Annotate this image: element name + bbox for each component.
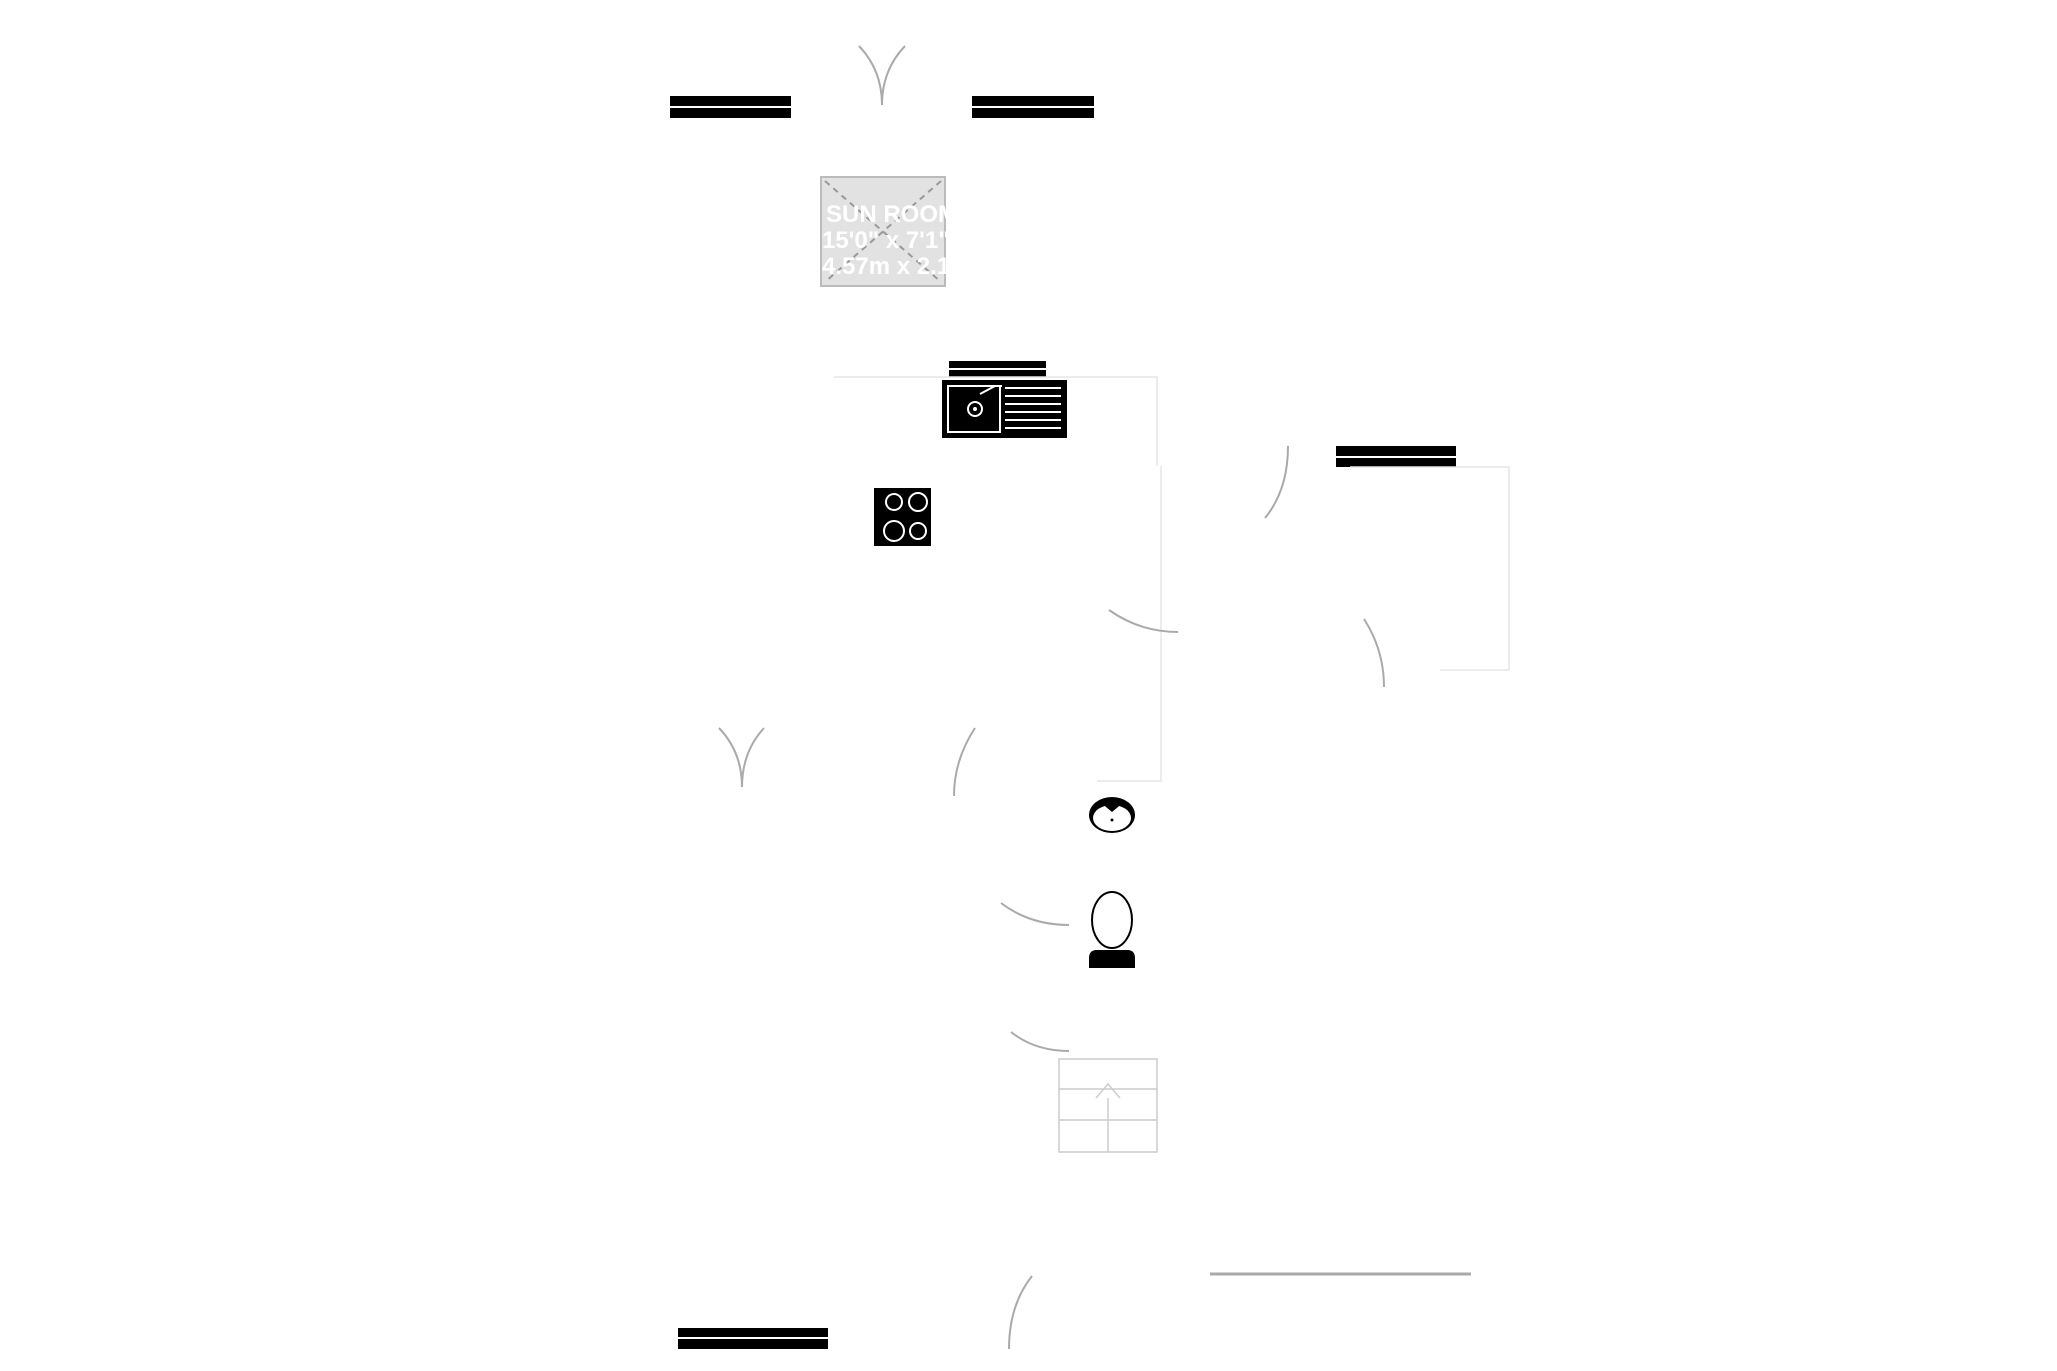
room-size-imperial: 15'0" x 7'1"	[822, 227, 950, 254]
door-arc	[1363, 618, 1385, 688]
window-bottom	[678, 1328, 828, 1349]
right-room-wall	[1350, 466, 1510, 671]
window-kitchen	[949, 361, 1046, 377]
kitchen-wall	[834, 376, 1158, 466]
room-name: SUN ROOM	[826, 201, 958, 228]
door-arc	[1010, 1031, 1070, 1052]
window-top-right	[972, 96, 1094, 118]
kitchen-sink-icon	[942, 380, 1067, 438]
door-arc	[1264, 445, 1289, 519]
door-arc	[1000, 902, 1070, 926]
door-arc	[1108, 609, 1179, 633]
hob-icon	[874, 488, 931, 546]
window-right-room	[1336, 446, 1456, 467]
hall-wall	[1097, 466, 1162, 782]
double-door-top	[858, 45, 906, 106]
stairs-icon	[1058, 1058, 1158, 1153]
room-size-metric: 4.57m x 2.16m	[822, 253, 985, 280]
window-top-left	[670, 96, 791, 118]
sun-room: SUN ROOM 15'0" x 7'1" 4.57m x 2.16m	[820, 176, 985, 287]
door-arc	[953, 727, 976, 797]
wash-basin-icon	[1089, 797, 1135, 833]
door-arc	[1008, 1275, 1033, 1350]
double-door-left	[718, 727, 765, 788]
toilet-icon	[1089, 891, 1135, 968]
